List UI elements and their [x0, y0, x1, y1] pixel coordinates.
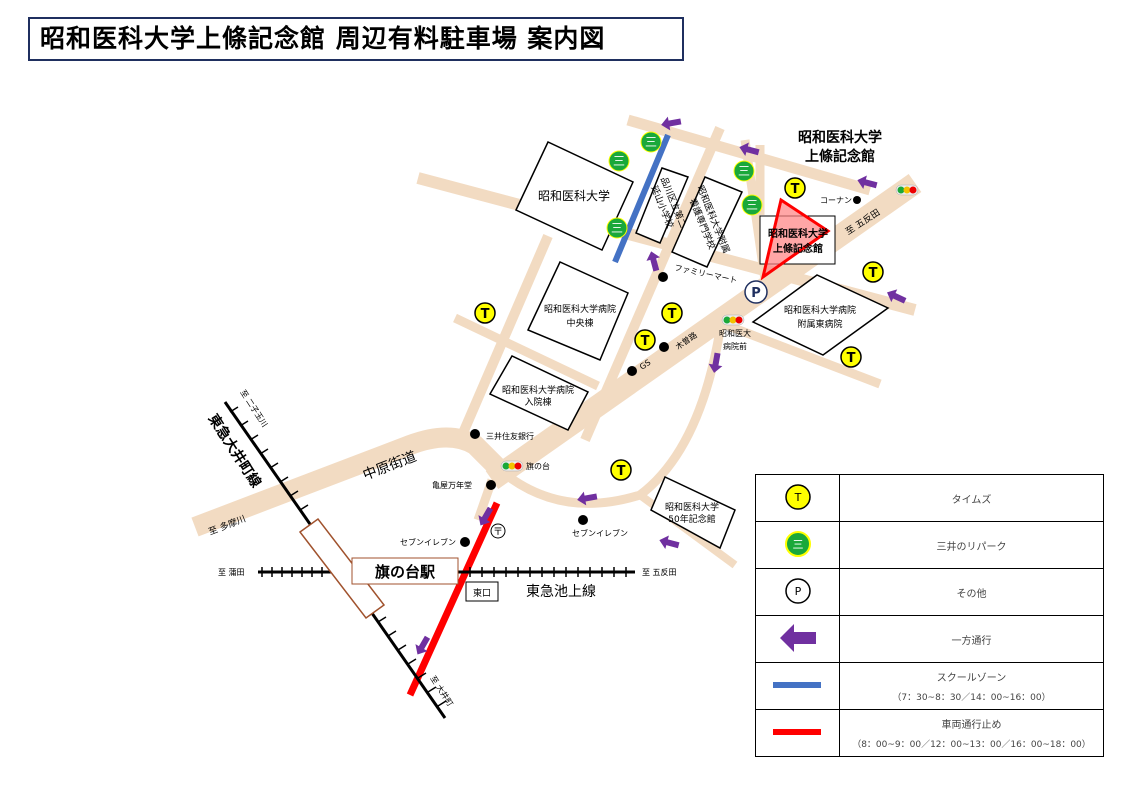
closed-road-line: [406, 501, 501, 697]
building-central: [526, 261, 629, 361]
target-box-label-2: 上條記念館: [773, 242, 823, 255]
traffic-light-icon: [895, 184, 919, 196]
school-zone-line-icon: [772, 681, 821, 688]
target-marker: [760, 197, 831, 281]
kameya-label: 亀屋万年堂: [432, 480, 472, 490]
building-east-hospital: [751, 274, 890, 356]
svg-text:三: 三: [611, 221, 623, 235]
legend-label: 一方通行: [839, 615, 1104, 663]
svg-text:三: 三: [792, 538, 803, 551]
svg-text:〒: 〒: [493, 527, 503, 538]
svg-text:三: 三: [738, 164, 750, 178]
mitsui-markers: 三 三 三 三 三: [606, 131, 763, 239]
inpatient-label-2: 入院棟: [524, 396, 551, 408]
signal-hatanodai-label: 旗の台: [526, 461, 550, 471]
signal-hospital-label-1: 昭和医大: [719, 328, 751, 338]
memorial50-label-1: 昭和医科大学: [665, 501, 719, 513]
station-name: 旗の台駅: [375, 563, 436, 581]
legend-row: スクールゾーン（7：30~8：30／14：00~16：00）: [755, 662, 1104, 710]
legend-label: その他: [839, 568, 1104, 616]
legend-row: 車両通行止め（8：00~9：00／12：00~13：00／16：00~18：00…: [755, 709, 1104, 757]
school-zone-line: [612, 133, 671, 264]
university-label: 昭和医科大学: [538, 188, 610, 203]
svg-text:T: T: [793, 491, 801, 504]
to-gotanda-label: 至 五反田: [642, 567, 677, 577]
legend-row: 一方通行: [755, 615, 1104, 663]
other-parking-marker: P: [744, 280, 768, 304]
building-memorial50: [650, 475, 736, 550]
legend-table: T タイムズ 三 三井のリパーク P その他 一方通行 スクールゾーン（7：30~8：…: [755, 474, 1104, 757]
central-label-1: 昭和医科大学病院: [544, 303, 616, 315]
legend-label: タイムズ: [839, 474, 1104, 522]
station-label-box: [351, 557, 459, 585]
konan-label: コーナン: [820, 196, 852, 205]
target-box-label-1: 昭和医科大学: [768, 227, 828, 240]
closed-road-line-icon: [772, 728, 821, 735]
target-name-1: 昭和医科大学: [798, 129, 882, 146]
signal-hospital-label-2: 病院前: [723, 341, 747, 351]
svg-text:三: 三: [746, 198, 758, 212]
legend-row: P その他: [755, 568, 1104, 616]
svg-text:T: T: [847, 351, 856, 366]
svg-text:三: 三: [645, 135, 657, 149]
mitsui-icon: 三: [784, 530, 811, 557]
to-futakotamagawa-label: 至 二子玉川: [238, 388, 269, 429]
east-exit-label: 東口: [473, 587, 491, 599]
traffic-light-icon: [721, 314, 745, 326]
east-exit-box: [465, 581, 499, 602]
legend-label: 車両通行止め（8：00~9：00／12：00~13：00／16：00~18：00…: [839, 709, 1104, 757]
smbc-label: 三井住友銀行: [486, 431, 534, 441]
traffic-light-icon: [500, 460, 524, 472]
memorial50-label-2: 50年記念館: [668, 513, 715, 525]
target-name-2: 上條記念館: [805, 148, 875, 165]
east-label-2: 附属東病院: [797, 318, 842, 330]
parking-icon: P: [784, 577, 811, 604]
svg-text:T: T: [668, 307, 677, 322]
times-markers: T T T T T T T: [474, 177, 884, 481]
seven-eleven-label-2: セブンイレブン: [572, 528, 628, 538]
east-label-1: 昭和医科大学病院: [784, 304, 856, 316]
svg-text:T: T: [869, 266, 878, 281]
svg-text:T: T: [617, 464, 626, 479]
inpatient-label-1: 昭和医科大学病院: [502, 384, 574, 396]
svg-text:P: P: [794, 585, 801, 598]
building-university: [515, 141, 634, 251]
legend-label: スクールゾーン（7：30~8：30／14：00~16：00）: [839, 662, 1104, 710]
building-elementary: [635, 167, 690, 244]
seven-eleven-label-1: セブンイレブン: [400, 537, 456, 547]
building-nursing: [671, 176, 744, 268]
one-way-arrow-icon: [657, 533, 681, 553]
legend-label: 三井のリパーク: [839, 521, 1104, 569]
svg-text:T: T: [791, 182, 800, 197]
svg-text:P: P: [751, 286, 761, 301]
building-inpatient: [488, 355, 590, 431]
times-icon: T: [784, 483, 811, 510]
svg-text:T: T: [481, 307, 490, 322]
post-office-icon: 〒: [490, 523, 506, 539]
to-kamata-label: 至 蒲田: [218, 567, 245, 577]
ikegami-label: 東急池上線: [526, 584, 596, 600]
one-way-arrow-icon: [779, 623, 816, 652]
legend-row: 三 三井のリパーク: [755, 521, 1104, 569]
oimachi-label: 東急大井町線: [205, 411, 265, 491]
svg-text:T: T: [641, 334, 650, 349]
page-title: 昭和医科大学上條記念館 周辺有料駐車場 案内図: [28, 17, 684, 61]
station-platform: [298, 517, 386, 620]
svg-text:三: 三: [613, 154, 625, 168]
landmark-dots: [460, 196, 861, 547]
central-label-2: 中央棟: [566, 317, 593, 329]
legend-row: T タイムズ: [755, 474, 1104, 522]
